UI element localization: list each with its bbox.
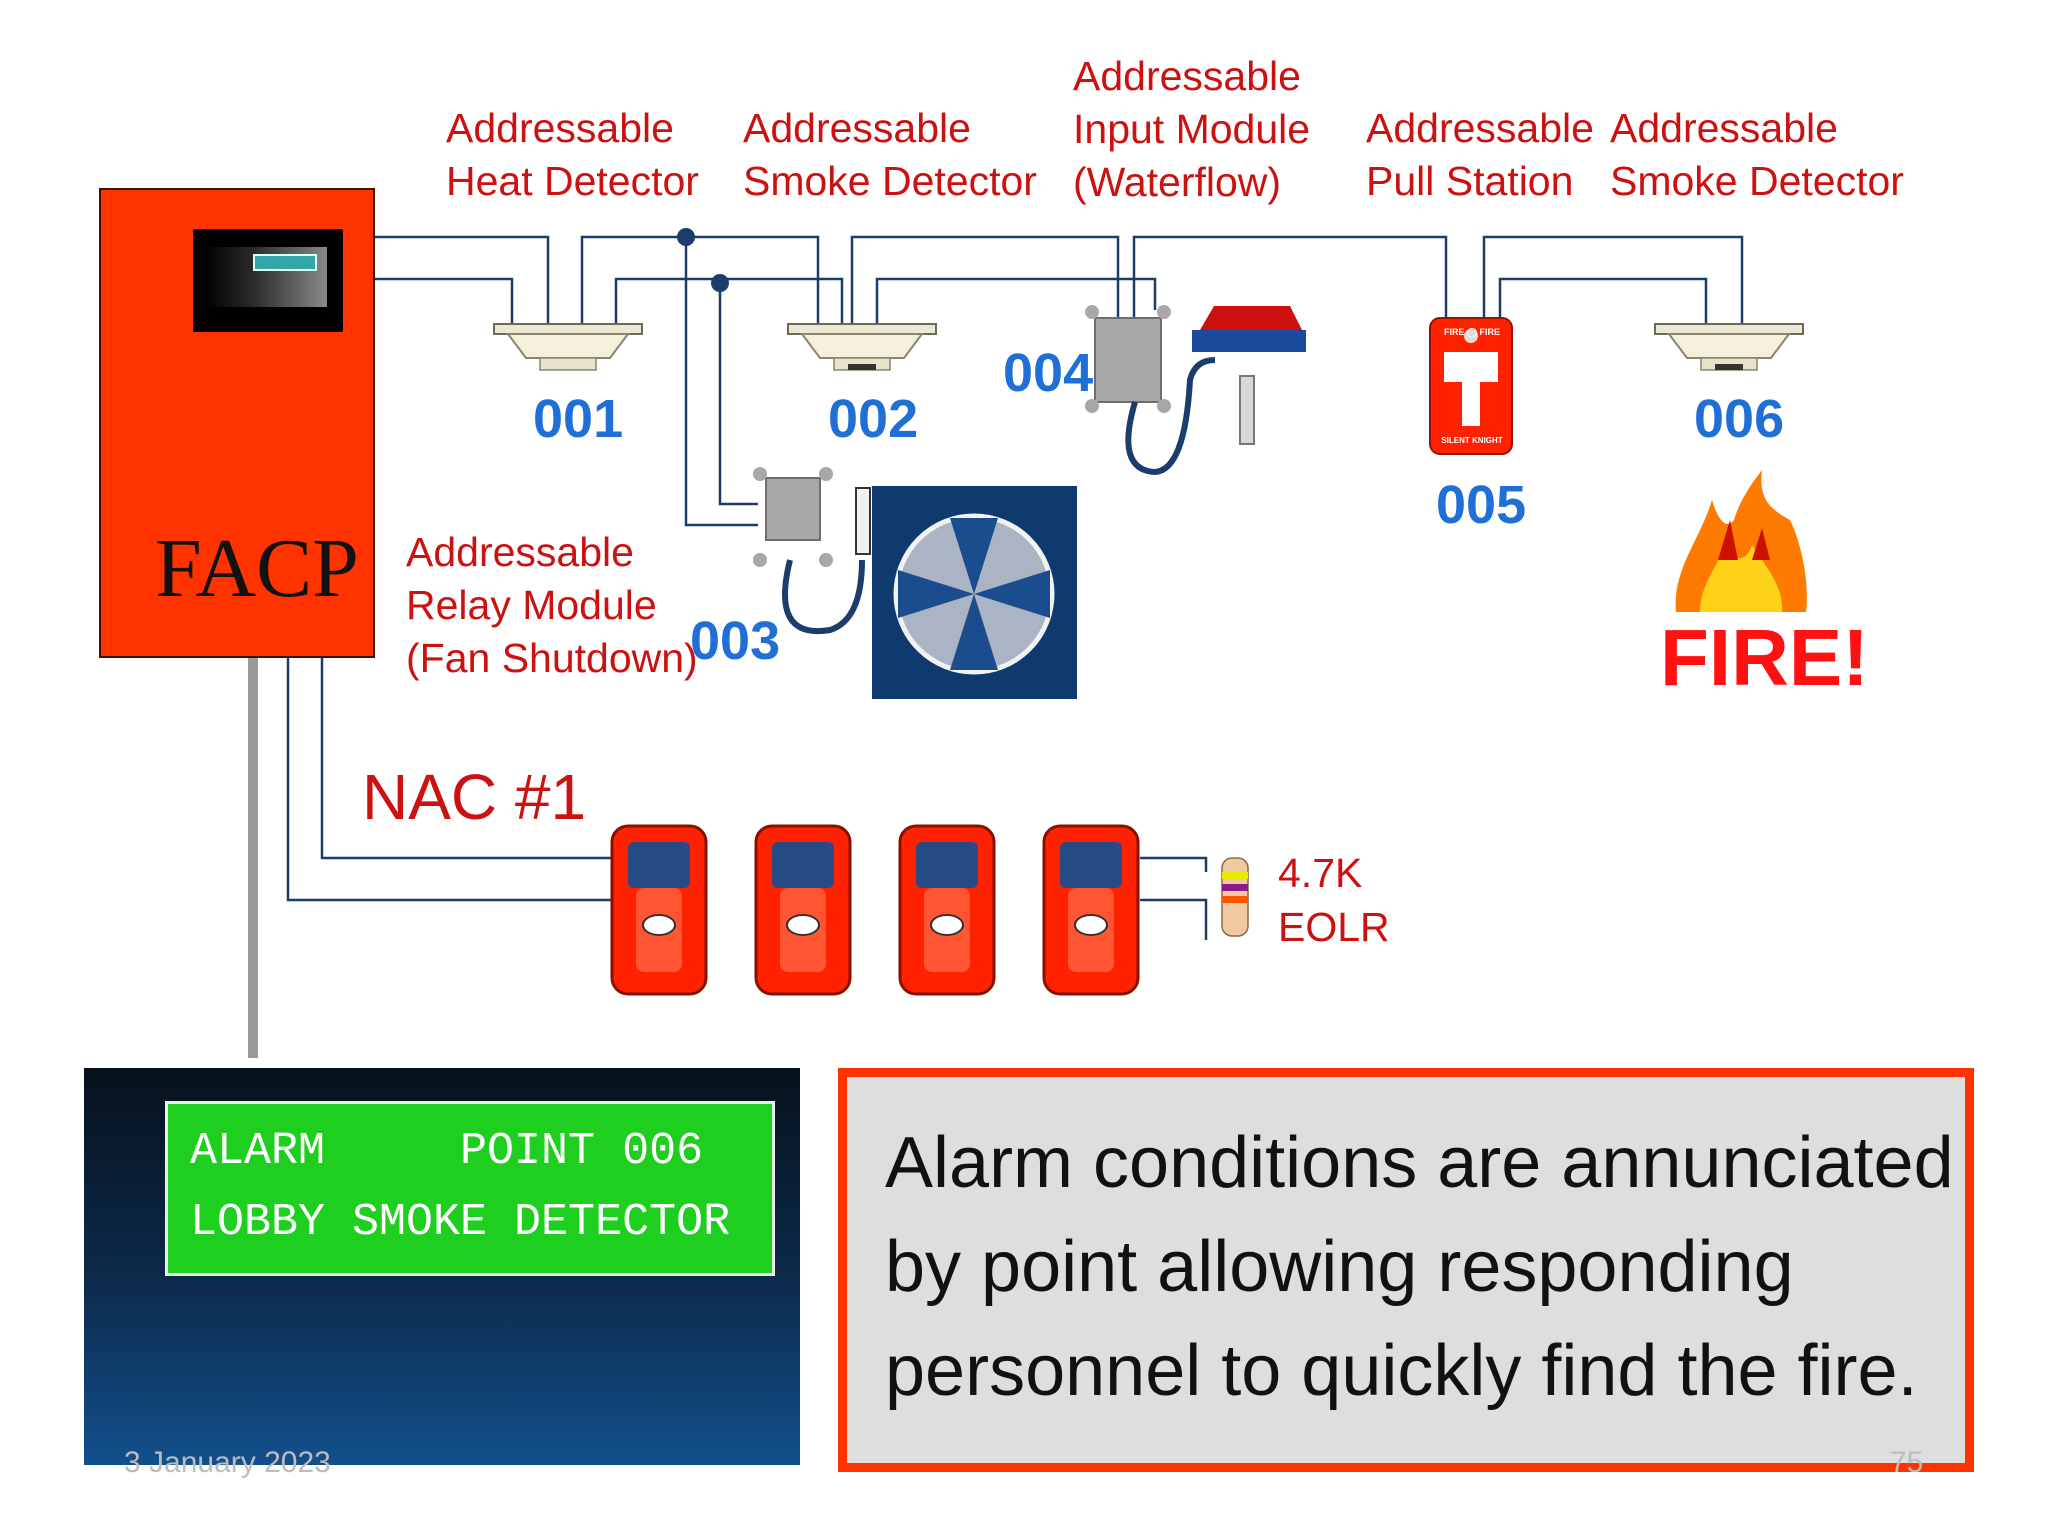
device-label: Addressable Pull Station bbox=[1366, 105, 1594, 204]
slide-number: 75 bbox=[1890, 1446, 1924, 1479]
device-address: 005 bbox=[1436, 475, 1527, 535]
device-label: Addressable Heat Detector bbox=[446, 105, 699, 204]
explanation-text: Alarm conditions are annunciated by poin… bbox=[885, 1123, 1954, 1411]
panel-display bbox=[193, 229, 343, 332]
smoke-detector-icon bbox=[1654, 323, 1804, 371]
relay-module-icon bbox=[753, 467, 865, 635]
fan-icon bbox=[855, 486, 1077, 699]
eolr-label: 4.7K EOLR bbox=[1278, 850, 1390, 950]
slide-date: 3 January 2023 bbox=[124, 1446, 331, 1479]
pull-station-icon bbox=[1429, 317, 1513, 455]
device-label: Addressable Smoke Detector bbox=[743, 105, 1037, 204]
facp-label: FACP bbox=[155, 522, 359, 615]
pull-station-brand-text: SILENT KNIGHT bbox=[1441, 436, 1503, 445]
input-module-icon bbox=[1085, 305, 1216, 476]
device-label: Addressable Smoke Detector bbox=[1610, 105, 1904, 204]
pull-station-top-text: FIRE ◯ FIRE bbox=[1443, 327, 1501, 337]
smoke-detector-icon bbox=[787, 323, 937, 371]
fire-flame-icon bbox=[1675, 470, 1807, 612]
device-address: 003 bbox=[690, 611, 781, 671]
waterflow-switch-icon bbox=[1192, 306, 1306, 445]
horn-strobe-icon bbox=[1042, 824, 1140, 996]
device-address: 004 bbox=[1003, 343, 1094, 403]
horn-strobe-icon bbox=[610, 824, 708, 996]
device-address: 001 bbox=[533, 389, 624, 449]
heat-detector-icon bbox=[493, 323, 643, 371]
device-address: 006 bbox=[1694, 389, 1785, 449]
nac-label: NAC #1 bbox=[362, 761, 587, 833]
lcd-line-2: LOBBY SMOKE DETECTOR bbox=[190, 1197, 731, 1248]
horn-strobe-icon bbox=[754, 824, 852, 996]
resistor-icon bbox=[1221, 857, 1249, 937]
lcd-line-1: ALARM POINT 006 bbox=[190, 1126, 704, 1177]
junction-dot bbox=[677, 228, 695, 246]
lcd-annunciator: ALARM POINT 006 LOBBY SMOKE DETECTOR bbox=[165, 1101, 775, 1276]
slc-wiring bbox=[286, 235, 1744, 940]
explanation-box: Alarm conditions are annunciated by poin… bbox=[838, 1068, 1974, 1472]
horn-strobe-icon bbox=[898, 824, 996, 996]
fire-label: FIRE! bbox=[1660, 613, 1869, 702]
device-label: Addressable Relay Module (Fan Shutdown) bbox=[406, 529, 698, 681]
device-label: Addressable Input Module (Waterflow) bbox=[1073, 53, 1311, 205]
device-address: 002 bbox=[828, 389, 919, 449]
junction-dot bbox=[711, 274, 729, 292]
